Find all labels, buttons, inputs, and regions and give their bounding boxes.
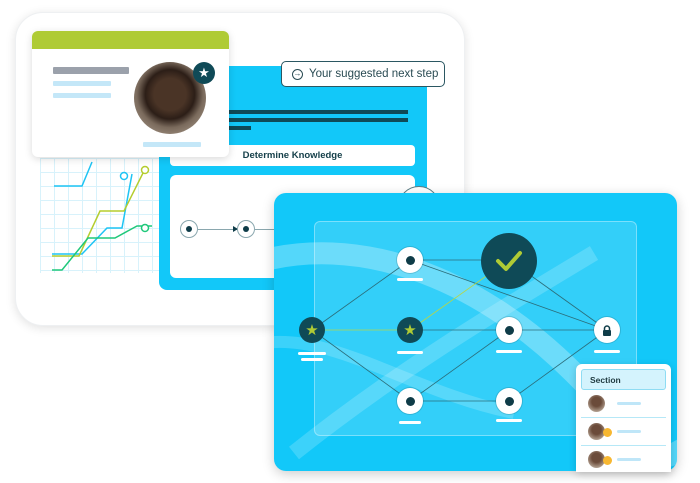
avatar [588, 451, 605, 468]
profile-card-header [32, 31, 229, 49]
profile-name-placeholder [53, 67, 129, 74]
node-label-placeholder [496, 350, 522, 353]
pathway-node[interactable] [397, 247, 423, 273]
title-bar [228, 118, 408, 122]
node-label-placeholder [594, 350, 620, 353]
member-name-placeholder [617, 458, 641, 461]
pathway-node-completed[interactable]: ★ [397, 317, 423, 343]
pathway-node[interactable] [496, 388, 522, 414]
star-icon: ★ [193, 62, 215, 84]
flow-node[interactable] [180, 220, 198, 238]
profile-caption-placeholder [143, 142, 201, 147]
emoji-status-icon [603, 428, 612, 437]
pathway-node-start[interactable]: ★ [299, 317, 325, 343]
title-bar [228, 126, 251, 130]
pathway-node-checkmark[interactable] [481, 233, 537, 289]
star-icon: ★ [305, 322, 319, 339]
node-label-placeholder [397, 351, 423, 354]
profile-detail-placeholder [53, 93, 111, 98]
pathway-node-locked[interactable] [594, 317, 620, 343]
member-name-placeholder [617, 402, 641, 405]
suggested-next-step-button[interactable]: → Your suggested next step [281, 61, 445, 87]
progress-chart [52, 161, 152, 271]
node-label-placeholder [399, 421, 421, 424]
node-label-placeholder [397, 278, 423, 281]
star-icon: ★ [403, 322, 417, 339]
section-panel: Section [576, 364, 671, 472]
section-header[interactable]: Section [581, 369, 666, 390]
step-title[interactable]: Determine Knowledge [170, 145, 415, 166]
avatar [588, 395, 605, 412]
section-member-row[interactable] [581, 390, 666, 418]
section-member-row[interactable] [581, 418, 666, 446]
node-label-placeholder [298, 352, 326, 355]
suggested-next-step-label: Your suggested next step [309, 68, 439, 80]
member-name-placeholder [617, 430, 641, 433]
flow-node[interactable] [237, 220, 255, 238]
profile-detail-placeholder [53, 81, 111, 86]
arrow-right-circle-icon: → [292, 68, 303, 80]
pathway-node[interactable] [496, 317, 522, 343]
title-bar [228, 110, 408, 114]
emoji-status-icon [603, 456, 612, 465]
pathway-node[interactable] [397, 388, 423, 414]
checkmark-icon [496, 251, 522, 271]
node-label-placeholder [301, 358, 323, 361]
node-label-placeholder [496, 419, 522, 422]
section-member-row[interactable] [581, 446, 666, 473]
lock-icon [603, 324, 611, 336]
flow-connector [255, 229, 280, 230]
avatar [588, 423, 605, 440]
flow-connector [198, 229, 238, 230]
arrow-head-icon [233, 226, 238, 232]
